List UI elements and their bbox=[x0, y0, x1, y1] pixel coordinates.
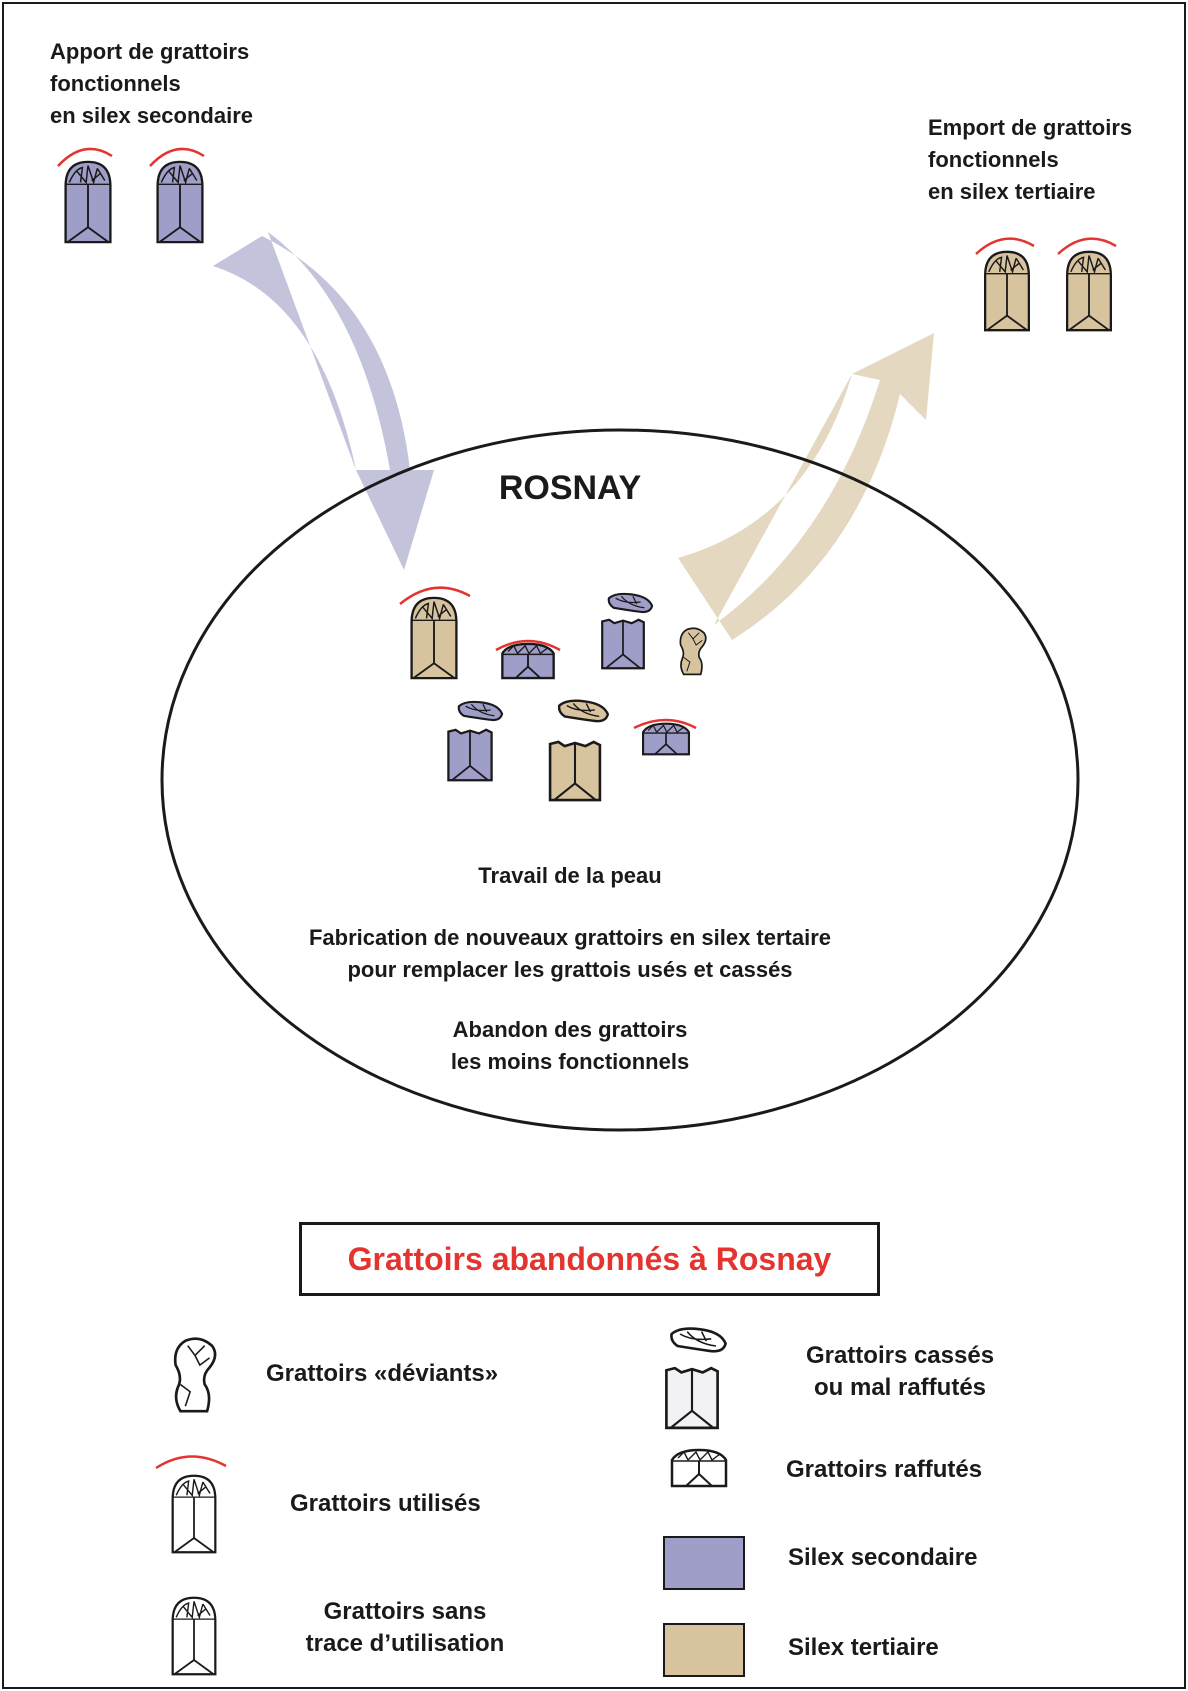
legend-resharpened-icon bbox=[670, 1448, 728, 1488]
site-scraper-tertiary-broken bbox=[548, 699, 610, 802]
legend-broken-icon bbox=[665, 1327, 727, 1430]
apport-label: Apport de grattoirs fonctionnels en sile… bbox=[50, 39, 253, 128]
legend-unused-icon bbox=[171, 1596, 217, 1676]
legend-unused-label: Grattoirs sans trace d’utilisation bbox=[305, 1598, 505, 1657]
legend-silex-tertiaire-label: Silex tertiaire bbox=[788, 1634, 939, 1661]
site-scraper-secondary-broken-1 bbox=[600, 592, 654, 670]
legend-broken-label: Grattoirs cassés ou mal raffutés bbox=[805, 1342, 995, 1401]
site-scraper-deviant bbox=[679, 627, 707, 676]
legend-deviant-icon bbox=[173, 1337, 217, 1413]
site-title: ROSNAY bbox=[498, 469, 642, 507]
apport-scraper-2 bbox=[149, 147, 205, 244]
legend-resharpened-label: Grattoirs raffutés bbox=[786, 1456, 983, 1483]
legend-title: Grattoirs abandonnés à Rosnay bbox=[299, 1222, 880, 1296]
legend-deviant-label: Grattoirs «déviants» bbox=[266, 1360, 499, 1387]
apport-scraper-1 bbox=[57, 147, 113, 244]
legend-silex-secondaire-label: Silex secondaire bbox=[788, 1544, 978, 1571]
site-scraper-secondary-resharpened-2 bbox=[633, 718, 697, 756]
legend-used-label: Grattoirs utilisés bbox=[290, 1490, 481, 1517]
outgoing-arrow bbox=[678, 333, 934, 640]
site-activity-skin-work: Travail de la peau bbox=[478, 863, 662, 888]
emport-scraper-2 bbox=[1057, 237, 1117, 332]
incoming-arrow bbox=[213, 232, 434, 570]
legend-silex-secondaire-swatch bbox=[663, 1536, 745, 1590]
legend-used-icon bbox=[155, 1455, 227, 1554]
emport-label: Emport de grattoirs fonctionnels en sile… bbox=[928, 115, 1133, 204]
legend-silex-tertiaire-swatch bbox=[663, 1623, 745, 1677]
emport-scraper-1 bbox=[975, 237, 1035, 332]
site-scraper-tertiary-used bbox=[399, 586, 471, 680]
site-scraper-secondary-broken-2 bbox=[447, 700, 504, 782]
rosnay-site-ellipse bbox=[160, 428, 1080, 1132]
site-activity-manufacture: Fabrication de nouveaux grattoirs en sil… bbox=[308, 925, 832, 982]
site-scraper-secondary-resharpened-1 bbox=[495, 639, 561, 680]
site-activity-abandon: Abandon des grattoirs les moins fonction… bbox=[450, 1017, 690, 1074]
